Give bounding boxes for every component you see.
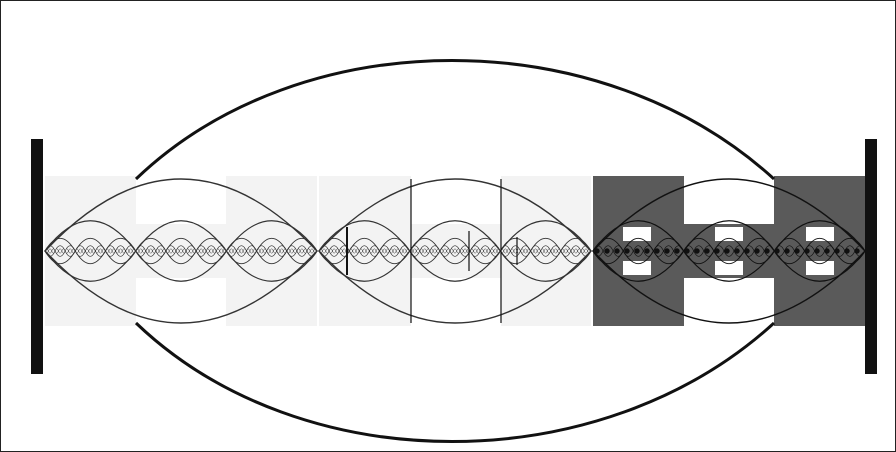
- right-panel-notch-4: [715, 261, 743, 275]
- bead-5: [645, 249, 649, 253]
- bead-13: [725, 249, 729, 253]
- right-panel-notch-2: [623, 261, 651, 275]
- right-panel-notch-5: [806, 227, 834, 241]
- bead-0: [595, 249, 599, 253]
- outer-envelope-top: [136, 61, 774, 180]
- bead-3: [625, 249, 629, 253]
- bead-9: [685, 249, 689, 253]
- bead-2: [615, 249, 619, 253]
- bead-21: [805, 249, 809, 253]
- right-panel-notch-6: [806, 261, 834, 275]
- bead-12: [715, 249, 719, 253]
- bead-8: [675, 249, 679, 253]
- bead-23: [825, 249, 829, 253]
- bead-16: [755, 249, 759, 253]
- bead-26: [855, 249, 859, 253]
- left-clamp: [31, 139, 43, 374]
- bead-24: [835, 249, 839, 253]
- bead-18: [775, 249, 779, 253]
- right-panel-notch-1: [623, 227, 651, 241]
- bead-4: [635, 249, 639, 253]
- bead-10: [695, 249, 699, 253]
- bead-15: [745, 249, 749, 253]
- bead-11: [705, 249, 709, 253]
- bead-20: [795, 249, 799, 253]
- bead-17: [765, 249, 769, 253]
- outer-envelope-bottom: [136, 323, 774, 442]
- bead-7: [665, 249, 669, 253]
- right-panel-notch-3: [715, 227, 743, 241]
- bead-6: [655, 249, 659, 253]
- bead-14: [735, 249, 739, 253]
- bead-22: [815, 249, 819, 253]
- bead-1: [605, 249, 609, 253]
- right-clamp: [865, 139, 877, 374]
- bead-25: [845, 249, 849, 253]
- panel-backgrounds: [45, 176, 865, 326]
- bead-19: [785, 249, 789, 253]
